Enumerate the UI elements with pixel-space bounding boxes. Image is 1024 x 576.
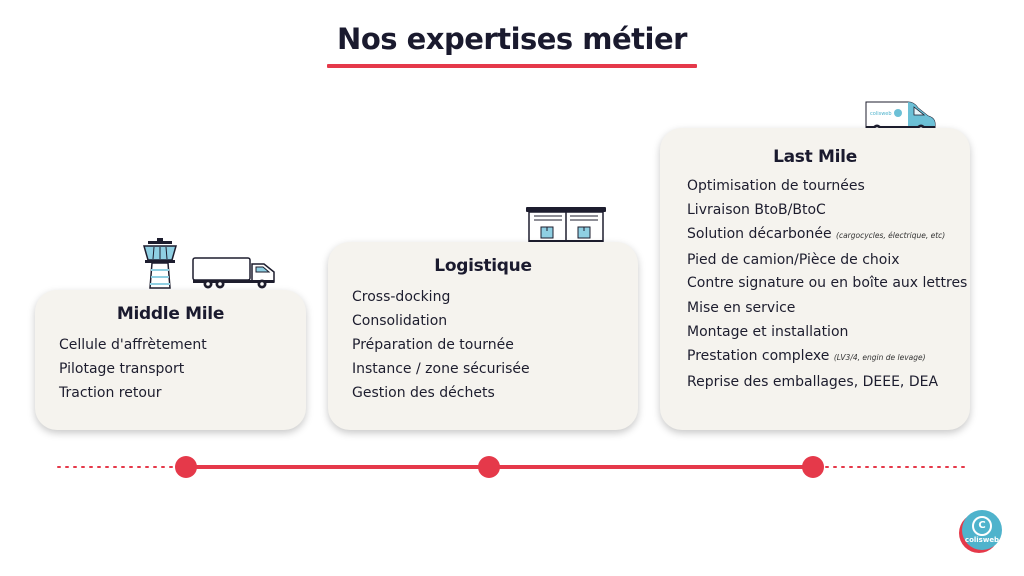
list-item-note: (cargocycles, électrique, etc) <box>836 231 946 240</box>
timeline-dot-logistique <box>478 456 500 478</box>
list-item: Pied de camion/Pièce de choix <box>687 252 900 268</box>
delivery-van-icon: colisweb <box>865 101 936 134</box>
list-item: Montage et installation <box>687 324 849 340</box>
colisweb-logo-icon: C colisweb <box>962 510 1002 550</box>
title-underline <box>327 64 697 68</box>
logistique-list: Cross-docking Consolidation Préparation … <box>352 285 638 405</box>
logo-glyph: C <box>972 516 992 536</box>
page-title: Nos expertises métier <box>337 22 687 56</box>
warehouse-icon <box>526 207 606 246</box>
list-item: Consolidation <box>352 313 448 329</box>
list-item: Cellule d'affrètement <box>59 337 207 353</box>
list-item: Instance / zone sécurisée <box>352 361 530 377</box>
list-item-label: Solution décarbonée <box>687 226 832 242</box>
timeline <box>57 456 967 478</box>
control-tower-icon <box>143 238 177 289</box>
list-item: Prestation complexe (LV3/4, engin de lev… <box>687 344 970 370</box>
list-item: Reprise des emballages, DEEE, DEA <box>687 374 939 390</box>
list-item: Pilotage transport <box>59 361 185 377</box>
van-label: colisweb <box>870 111 892 117</box>
list-item: Traction retour <box>59 385 162 401</box>
last-mile-list: Optimisation de tournées Livraison BtoB/… <box>687 174 970 394</box>
truck-icon <box>192 257 275 289</box>
last-mile-card: Last Mile Optimisation de tournées Livra… <box>660 128 970 430</box>
last-mile-title: Last Mile <box>773 147 857 167</box>
middle-mile-card: Middle Mile Cellule d'affrètement Pilota… <box>35 290 306 430</box>
list-item: Gestion des déchets <box>352 385 495 401</box>
logistique-title: Logistique <box>434 256 532 276</box>
list-item: Optimisation de tournées <box>687 178 865 194</box>
list-item: Mise en service <box>687 300 796 316</box>
timeline-dot-last-mile <box>802 456 824 478</box>
list-item: Contre signature ou en boîte aux lettres <box>687 275 968 291</box>
logistique-card: Logistique Cross-docking Consolidation P… <box>328 242 638 430</box>
list-item: Cross-docking <box>352 289 451 305</box>
list-item-label: Prestation complexe <box>687 348 830 364</box>
list-item-note: (LV3/4, engin de levage) <box>833 353 926 362</box>
middle-mile-list: Cellule d'affrètement Pilotage transport… <box>59 333 306 405</box>
middle-mile-title: Middle Mile <box>116 304 225 324</box>
list-item: Livraison BtoB/BtoC <box>687 202 826 218</box>
timeline-dot-middle-mile <box>175 456 197 478</box>
list-item: Solution décarbonée (cargocycles, électr… <box>687 222 970 248</box>
list-item: Préparation de tournée <box>352 337 514 353</box>
logo-label: colisweb <box>964 536 1000 544</box>
